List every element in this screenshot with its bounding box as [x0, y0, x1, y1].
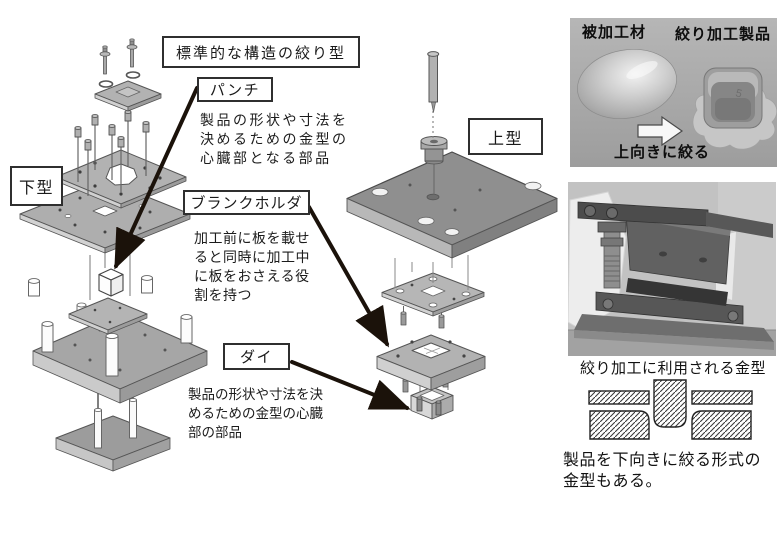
blank-holder-label-box: ブランクホルダ [183, 190, 310, 215]
lower-die-label-box: 下型 [10, 166, 63, 206]
base-plate [574, 314, 774, 342]
draw-direction-label: 上向きに絞る [614, 144, 711, 161]
product-marking: 5 [734, 87, 743, 100]
die-arrow [290, 360, 411, 410]
blank-holder-description: 加工前に板を載せ ると同時に加工中 に板をおさえる役 割を持つ [194, 230, 310, 303]
top-clamp-bar [577, 201, 773, 238]
punch-label: パンチ [209, 82, 261, 99]
downward-die-schematic [588, 379, 753, 440]
guide-column [597, 221, 627, 289]
top-screws [99, 38, 138, 75]
pointer-arrows [114, 86, 411, 410]
shank-part [420, 136, 448, 195]
schematic-punch [653, 379, 687, 428]
holder-screws [400, 306, 445, 329]
upper-die-plate-part [346, 151, 558, 259]
upper-guide-pins [394, 255, 469, 290]
die-description: 製品の形状や寸法を決 めるための金型の心臓 部の部品 [188, 387, 323, 440]
lower-die-label: 下型 [18, 180, 54, 197]
die-block-part [410, 372, 454, 420]
top-retainer-plate-part [94, 71, 162, 112]
workpiece-label: 被加工材 [582, 24, 647, 41]
punch-plate-part [68, 297, 148, 335]
upper-die-label-box: 上型 [468, 118, 543, 155]
punch-label-box: パンチ [197, 77, 273, 102]
upper-die-label: 上型 [487, 130, 523, 148]
press-die-photo-graphic [568, 182, 776, 356]
metal-blank-disc [577, 49, 677, 119]
press-die-photo [568, 182, 776, 356]
punch-part [28, 248, 153, 300]
die-photo-caption: 絞り加工に利用される金型 [579, 360, 766, 377]
right-arrow-icon [637, 115, 684, 147]
die-label-box: ダイ [223, 343, 290, 370]
bolt-cluster [74, 110, 150, 196]
punch-description: 製品の形状や寸法を 決めるための金型の 心臓部となる部品 [200, 112, 349, 166]
upper-die-exploded-view [346, 51, 558, 420]
drawing-process-photo: 5 被加工材 絞り加工製品 上向きに絞る [570, 18, 777, 167]
product-label: 絞り加工製品 [675, 26, 772, 43]
lower-die-exploded-view [19, 38, 208, 472]
title-label-box: 標準的な構造の絞り型 [162, 36, 360, 68]
schematic-note: 製品を下向きに絞る形式の 金型もある。 [563, 452, 762, 490]
stop-bolt-part [427, 51, 440, 138]
schematic-die-right [691, 410, 752, 440]
die-holder-plate-part [32, 302, 208, 404]
blank-holder-label: ブランクホルダ [190, 195, 303, 212]
drawn-cup-product: 5 [692, 67, 777, 150]
blank-holder-arrow [307, 205, 389, 348]
blank-holder-plate-part [376, 334, 486, 391]
schematic-blank-holder-right [691, 390, 753, 405]
schematic-blank-holder-left [588, 390, 650, 405]
drawing-process-photo-graphic: 5 [570, 18, 777, 167]
title-label: 標準的な構造の絞り型 [175, 44, 346, 62]
schematic-die-left [589, 410, 650, 440]
die-label: ダイ [239, 349, 273, 366]
punch-arrow [114, 86, 199, 270]
bottom-plate-part [55, 415, 171, 472]
upper-thin-plate-part [381, 272, 485, 317]
